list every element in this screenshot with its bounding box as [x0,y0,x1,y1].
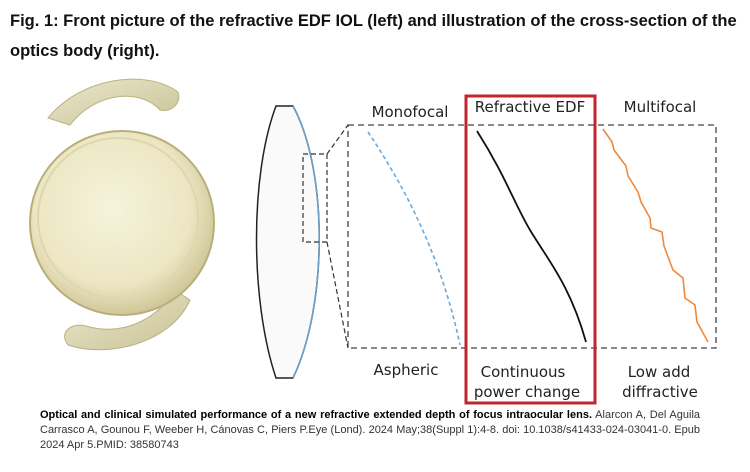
profiles-dashed-frame [347,124,717,349]
lens-cross-section [255,105,349,379]
upper-haptic [47,78,180,126]
panel-top-label: Multifocal [624,98,697,116]
panel-refractive-edf: Refractive EDF Continuous power change [464,94,597,405]
optic-inner-ring [37,137,199,299]
zoom-region-box [302,153,328,243]
lens-front-surface-blue [292,105,320,379]
panel-bottom-label-line1: Continuous [481,363,566,381]
lower-haptic [64,289,191,351]
optic-body [29,130,215,316]
panel-monofocal: Monofocal Aspheric [367,103,461,379]
edf-profile-curve [476,130,587,343]
caption-citation: Alarcon A, Del Aguila Carrasco A, Gounou… [40,409,701,451]
figure-title: Fig. 1: Front picture of the refractive … [10,12,737,60]
panel-top-label: Refractive EDF [475,98,585,116]
panel-bottom-label-line2: diffractive [622,383,698,401]
iol-photo [29,78,215,351]
aspheric-profile-curve [367,131,461,346]
panel-bottom-label-line1: Low add [628,363,691,381]
panel-top-label: Monofocal [372,103,449,121]
diffractive-profile-curve [602,128,709,343]
figure-illustration: Monofocal Aspheric Refractive EDF Contin… [29,78,717,405]
figure-caption: Optical and clinical simulated performan… [40,408,700,453]
caption-article-title: Optical and clinical simulated performan… [40,409,593,421]
panel-bottom-label-line2: power change [474,383,580,401]
panel-multifocal: Multifocal Low add diffractive [602,98,709,401]
zoom-connector-bottom [326,241,349,349]
panel-bottom-label: Aspheric [374,361,439,379]
zoom-connector-top [326,124,349,155]
highlight-box [464,94,597,405]
